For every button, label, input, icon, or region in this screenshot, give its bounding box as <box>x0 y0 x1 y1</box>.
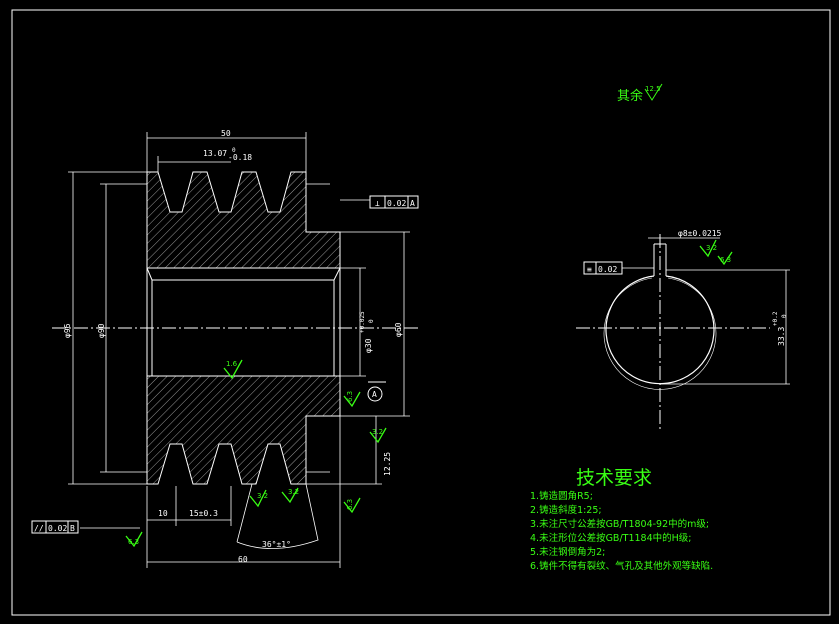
dim-dia-outer: φ96 <box>63 323 72 338</box>
roughness-value: 6.3 <box>346 391 354 402</box>
dim-offset-10: 10 <box>158 509 168 518</box>
dim-groove-tol-lower: -0.18 <box>228 153 252 162</box>
perpendicularity-frame: ⊥ 0.02 A <box>369 195 419 209</box>
roughness-mark-icon <box>125 531 143 548</box>
dimension-lines <box>68 132 410 568</box>
dim-bore: φ30 <box>364 338 373 353</box>
roughness-marks <box>125 239 733 548</box>
roughness-note: 其余 12.5 <box>617 83 663 104</box>
keyway-end-view <box>576 234 790 430</box>
dim-angle: 36°±1° <box>262 540 291 549</box>
roughness-value: 6.3 <box>128 538 139 546</box>
datum-a-marker: A <box>367 381 386 402</box>
roughness-value: 6.3 <box>720 256 731 264</box>
dim-groove-pitch: 13.07 <box>203 149 227 158</box>
roughness-value: 3.2 <box>706 244 717 252</box>
tech-req-item-1: 1.铸造圆角R5; <box>530 490 593 502</box>
dim-dia-90: φ90 <box>97 323 106 338</box>
dim-total-width-top: 50 <box>221 129 231 138</box>
perp-symbol: ⊥ <box>375 199 380 208</box>
chamfer-left <box>146 267 153 281</box>
dim-pitch-15: 15±0.3 <box>189 509 218 518</box>
tech-req-item-4: 4.未注形位公差按GB/T1184中的H级; <box>530 532 691 544</box>
roughness-mark-icon <box>369 427 387 444</box>
upper-section-hatch <box>146 171 341 269</box>
parallel-datum: B <box>70 524 75 533</box>
sym-value: 0.02 <box>598 265 617 274</box>
dim-total-width-bottom: 60 <box>238 555 248 564</box>
roughness-mark-icon <box>249 489 267 508</box>
tech-req-item-3: 3.未注尺寸公差按GB/T1804-92中的m级; <box>530 518 709 530</box>
bore-area <box>146 267 341 377</box>
datum-a-label: A <box>372 390 377 399</box>
dim-hub-width: 12.25 <box>383 452 392 476</box>
drawing-frame <box>11 9 831 616</box>
roughness-value: 6.3 <box>346 499 354 510</box>
parallel-symbol: // <box>34 524 44 533</box>
roughness-symbol-icon <box>644 83 663 101</box>
roughness-value: 3.2 <box>257 492 268 500</box>
roughness-mark-icon <box>343 391 361 408</box>
dim-key-depth-tol-lower: 0 <box>781 314 788 318</box>
dim-groove-tol-upper: 0 <box>232 147 236 154</box>
dim-bore-tol: +0.025 <box>359 311 366 333</box>
roughness-mark-icon <box>281 487 299 504</box>
chamfer-right <box>333 267 341 281</box>
pulley-section-view <box>52 171 420 485</box>
dim-hub-dia: φ60 <box>394 322 403 337</box>
sym-symbol: ≡ <box>587 265 592 274</box>
symmetry-frame: ≡ 0.02 <box>583 261 623 275</box>
perp-datum: A <box>410 199 415 208</box>
roughness-values: 1.6 6.3 3.2 3.2 3.2 6.3 6.3 3.2 6.3 <box>128 244 731 546</box>
dim-key-depth-tol-upper: +0.2 <box>772 311 779 326</box>
groove-angle-arc <box>236 483 319 549</box>
roughness-mark-icon <box>717 251 733 266</box>
roughness-value: 3.2 <box>288 488 299 496</box>
dim-key-width: φ8±0.0215 <box>678 229 722 238</box>
dim-key-depth: 33.3 <box>777 327 786 346</box>
roughness-value: 1.6 <box>226 360 238 368</box>
roughness-note-value: 12.5 <box>645 85 661 93</box>
tech-req-item-5: 5.未注钢倒角为2; <box>530 546 605 558</box>
perp-value: 0.02 <box>387 199 406 208</box>
dim-bore-tol-zero: 0 <box>368 319 375 323</box>
lower-section-hatch <box>146 375 341 485</box>
roughness-mark-icon <box>343 497 361 514</box>
roughness-value: 3.2 <box>372 428 383 436</box>
tech-requirements-title: 技术要求 <box>576 467 652 489</box>
tech-requirements: 技术要求 1.铸造圆角R5; 2.铸造斜度1:25; 3.未注尺寸公差按GB/T… <box>530 467 713 572</box>
parallel-value: 0.02 <box>48 524 67 533</box>
roughness-mark-icon <box>699 239 717 258</box>
roughness-note-prefix: 其余 <box>617 88 643 104</box>
tech-req-item-6: 6.铸件不得有裂纹、气孔及其他外观等缺陷. <box>530 560 713 572</box>
roughness-mark-icon <box>223 359 243 380</box>
parallelism-frame: // 0.02 B <box>31 520 79 534</box>
tech-req-item-2: 2.铸造斜度1:25; <box>530 504 602 516</box>
